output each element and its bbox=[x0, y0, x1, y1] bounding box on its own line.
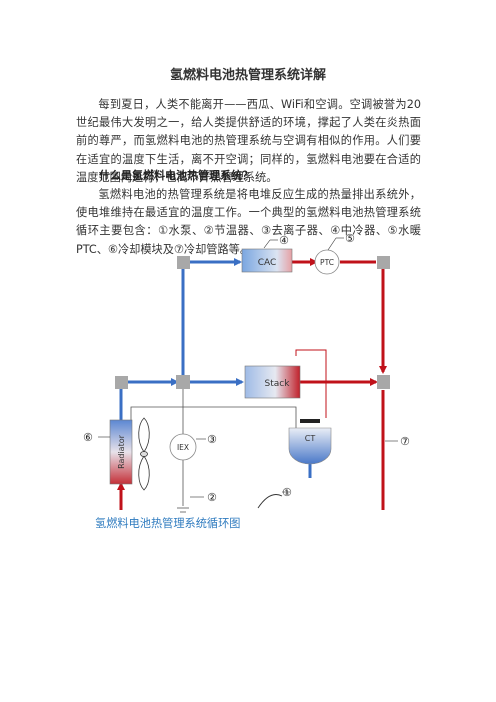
marker-ptc: ⑤ bbox=[345, 232, 355, 245]
cac-component: CAC bbox=[241, 248, 293, 273]
iex-component: IEX bbox=[169, 433, 197, 461]
marker-thermostat: ② bbox=[207, 491, 217, 504]
coolant-tank-component: CT bbox=[288, 419, 332, 465]
pipe-fittings bbox=[115, 256, 390, 389]
junction-right bbox=[377, 375, 390, 389]
stack-component: Stack bbox=[244, 365, 301, 399]
ptc-component: PTC bbox=[314, 249, 340, 275]
section-heading: 什么是氢燃料电池热管理系统？ bbox=[99, 169, 253, 182]
cac-label: CAC bbox=[258, 258, 277, 268]
page-title: 氢燃料电池热管理系统详解 bbox=[169, 68, 326, 83]
radiator-component: Radiator bbox=[109, 419, 133, 485]
elbow-top-left bbox=[177, 256, 190, 269]
marker-pipe: ⑦ bbox=[400, 435, 410, 448]
iex-label: IEX bbox=[177, 443, 189, 452]
intro-paragraph: 每到夏日，人类不能离开——西瓜、WiFi和空调。空调被誉为20世纪最伟大发明之一… bbox=[76, 98, 421, 184]
body-paragraph: 氢燃料电池的热管理系统是将电堆反应生成的热量排出系统外，使电堆维持在最适宜的温度… bbox=[76, 188, 421, 256]
leader-lines bbox=[98, 237, 398, 498]
thin-branch-lines bbox=[130, 388, 297, 513]
vent-line bbox=[295, 349, 327, 418]
diagram-caption: 氢燃料电池热管理系统循环图 bbox=[95, 517, 241, 530]
radiator-label: Radiator bbox=[117, 434, 126, 469]
ct-label: CT bbox=[305, 434, 316, 443]
hot-pipes bbox=[117, 258, 387, 510]
elbow-left bbox=[115, 376, 128, 389]
junction-center bbox=[176, 375, 190, 389]
marker-pump: ① bbox=[282, 486, 292, 499]
marker-iex: ③ bbox=[207, 433, 217, 446]
ptc-label: PTC bbox=[320, 258, 334, 267]
marker-cac: ④ bbox=[279, 234, 289, 247]
fan-icon bbox=[138, 417, 150, 491]
elbow-top-right bbox=[377, 256, 390, 269]
pump-icon bbox=[257, 494, 283, 509]
stack-label: Stack bbox=[265, 379, 291, 389]
component-markers: ④ ⑤ ⑥ ③ ⑦ ① ② bbox=[83, 232, 410, 504]
marker-radiator: ⑥ bbox=[83, 431, 93, 444]
